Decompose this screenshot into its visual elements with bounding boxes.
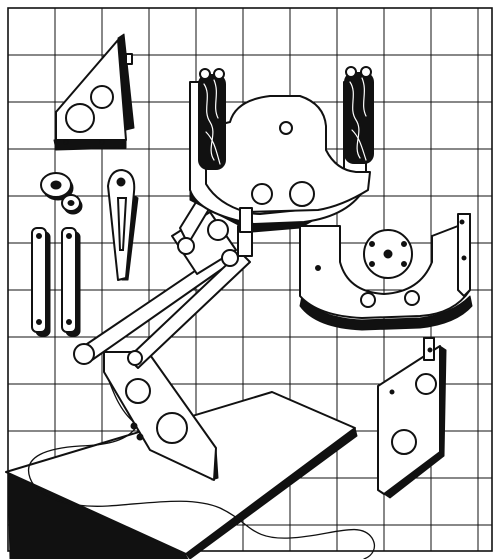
corner-bracket-plate (53, 33, 135, 151)
end-plate (377, 337, 447, 499)
straight-link-right (61, 227, 81, 337)
pivot-link (107, 169, 139, 281)
u-cradle-with-wooden-grips (189, 66, 374, 233)
angled-base-plate (103, 351, 219, 481)
parallel-arm-linkage (73, 185, 253, 369)
straight-link-left (31, 227, 51, 337)
dished-u-plate (299, 213, 473, 331)
base-board (5, 391, 358, 559)
left-wooden-grip (198, 68, 226, 170)
grid-frame (7, 7, 493, 552)
small-nut (61, 194, 83, 215)
right-wooden-grip (344, 66, 374, 164)
washer (40, 172, 74, 201)
